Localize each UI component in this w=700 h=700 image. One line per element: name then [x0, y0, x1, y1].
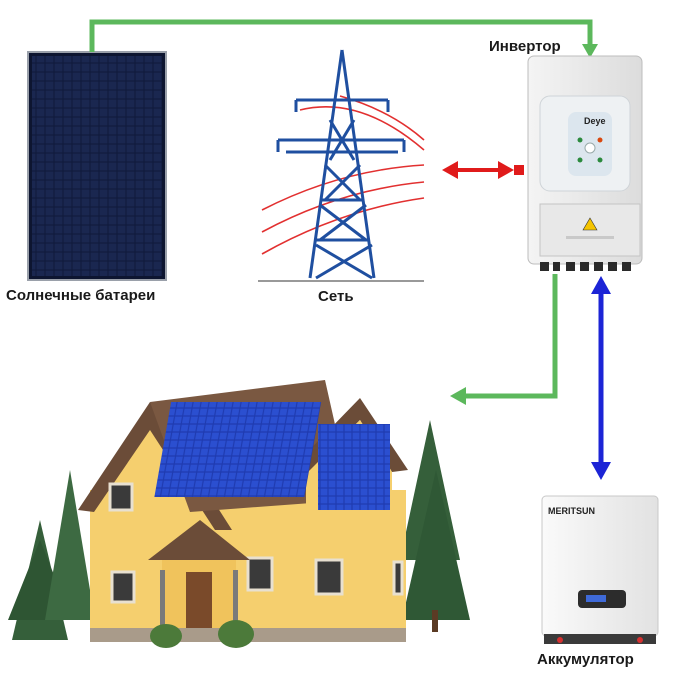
battery-unit: MERITSUN — [541, 495, 659, 644]
house — [78, 380, 408, 648]
grid-inverter-flow — [442, 161, 524, 179]
grid-label: Сеть — [318, 288, 354, 305]
house-flow-arrowhead — [450, 387, 466, 405]
solar-panels-label: Солнечные батареи — [6, 287, 156, 304]
pv-to-inverter-flow — [89, 19, 593, 52]
roof-solar-panel-side — [318, 424, 390, 510]
pv-flow-arrowhead — [582, 44, 598, 58]
warning-icon — [582, 217, 598, 231]
grid-tower — [258, 44, 425, 284]
battery-inverter-flow — [591, 276, 611, 480]
battery-label: Аккумулятор — [537, 651, 634, 668]
roof-solar-panel-main — [154, 402, 322, 497]
solar-panel — [27, 51, 167, 281]
inverter-to-house-flow — [466, 274, 558, 399]
battery-brand: MERITSUN — [548, 506, 595, 516]
inverter-unit: Deye — [527, 55, 643, 271]
inverter-brand: Deye — [584, 116, 606, 126]
trees — [8, 420, 470, 640]
inverter-label: Инвертор — [489, 38, 561, 55]
